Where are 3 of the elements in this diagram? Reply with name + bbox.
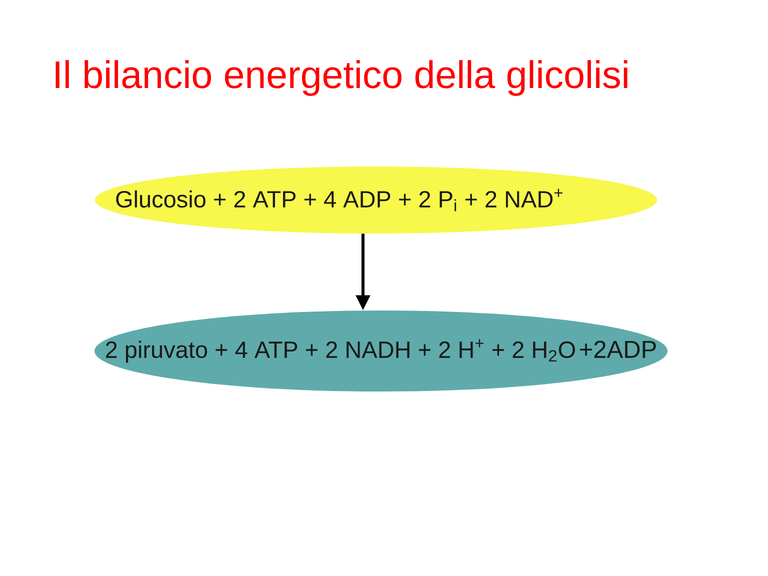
ellipse-node: Glucosio + 2 ATP + 4 ADP + 2 P$_{i}$ + 2 NAD$^{+}$ bbox=[95, 166, 657, 234]
title: Il bilancio energetico della glicolisi bbox=[56, 60, 628, 96]
ellipse-node: 2 piruvato + 4 ATP + 2 NADH + 2 H$^{+}$ + 2 H$_{2}$O +2ADP bbox=[94, 310, 668, 392]
